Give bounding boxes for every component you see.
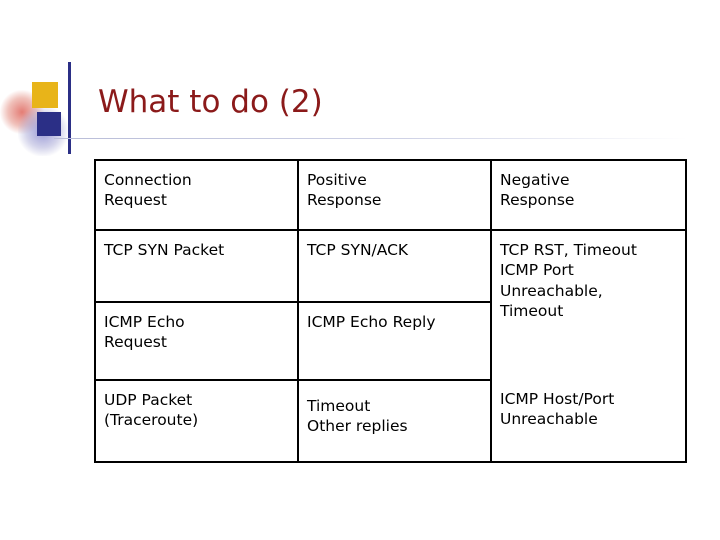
page-title: What to do (2)	[98, 84, 323, 120]
text-icmp-host-port: ICMP Host/Port	[500, 390, 615, 408]
header-cell-positive-response: Positive Response	[297, 159, 492, 231]
text-timeout: Timeout	[500, 302, 564, 321]
text-unreachable: Unreachable,	[500, 281, 603, 300]
text-icmp-echo-reply: ICMP Echo Reply	[307, 313, 436, 331]
table-header-row: Connection Request Positive Response Neg…	[94, 159, 687, 231]
text-request: Request	[104, 333, 167, 352]
cell-request-tcp-syn: TCP SYN Packet	[94, 229, 299, 303]
text-other-replies: Other replies	[307, 417, 408, 436]
header-connection-request-line2: Request	[104, 191, 167, 210]
header-positive-response-line1: Positive	[307, 171, 367, 189]
table-row: TCP SYN Packet TCP SYN/ACK TCP RST, Time…	[94, 229, 687, 380]
text-tcp-syn-packet: TCP SYN Packet	[104, 241, 225, 259]
cell-request-udp-packet: UDP Packet (Traceroute)	[94, 379, 299, 463]
text-udp-packet: UDP Packet	[104, 391, 193, 409]
cell-request-icmp-echo: ICMP Echo Request	[94, 301, 299, 381]
text-unreachable: Unreachable	[500, 410, 598, 429]
cell-negative-udp: ICMP Host/Port Unreachable	[490, 380, 687, 463]
logo-gold-square	[32, 82, 58, 108]
cell-positive-tcp-synack: TCP SYN/ACK	[297, 229, 492, 303]
cell-negative-tcp-icmp: TCP RST, Timeout ICMP Port Unreachable, …	[490, 229, 687, 380]
slide-logo	[0, 62, 96, 156]
response-table: Connection Request Positive Response Neg…	[94, 159, 687, 463]
text-icmp-port: ICMP Port	[500, 261, 574, 280]
logo-vertical-bar	[68, 62, 71, 154]
logo-navy-square	[37, 112, 61, 136]
text-icmp-echo: ICMP Echo	[104, 313, 185, 331]
text-tcp-syn-ack: TCP SYN/ACK	[307, 241, 409, 259]
header-positive-response-line2: Response	[307, 191, 382, 210]
header-cell-connection-request: Connection Request	[94, 159, 299, 231]
title-divider	[54, 138, 688, 139]
header-cell-negative-response: Negative Response	[490, 159, 687, 231]
header-negative-response-line2: Response	[500, 191, 575, 210]
text-timeout: Timeout	[307, 397, 371, 415]
cell-positive-udp: Timeout Other replies	[297, 379, 492, 463]
header-negative-response-line1: Negative	[500, 171, 570, 189]
cell-positive-icmp-echo-reply: ICMP Echo Reply	[297, 301, 492, 381]
table-row: UDP Packet (Traceroute) Timeout Other re…	[94, 379, 687, 463]
content-table-wrapper: Connection Request Positive Response Neg…	[94, 159, 687, 463]
header-connection-request-line1: Connection	[104, 171, 192, 189]
table-row: ICMP Echo Request ICMP Echo Reply	[94, 301, 686, 381]
text-traceroute: (Traceroute)	[104, 411, 199, 430]
text-tcp-rst-timeout: TCP RST, Timeout	[500, 241, 637, 259]
